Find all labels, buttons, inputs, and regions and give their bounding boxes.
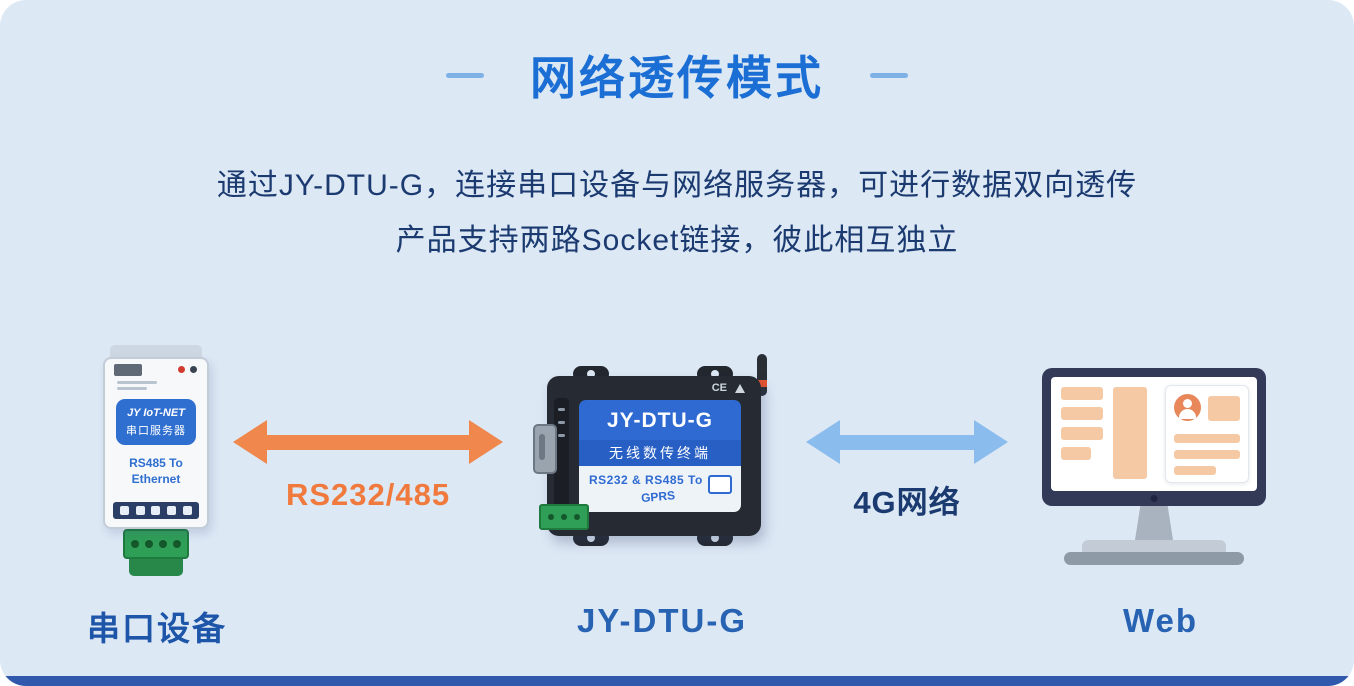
- title-dash-right: [870, 72, 908, 78]
- arrow-right-icon: [469, 420, 503, 464]
- 4g-network-arrow: [806, 420, 1008, 464]
- db9-serial-connector: [533, 424, 557, 474]
- users-icon: [1174, 394, 1201, 421]
- title-dash-left: [446, 72, 484, 78]
- card-text-line: [1174, 434, 1240, 443]
- dip-switch-icon: [119, 506, 129, 515]
- dip-switch-icon: [135, 506, 145, 515]
- certification-band: CE: [712, 382, 745, 394]
- terminal-screw-icon: [548, 514, 554, 520]
- dtu-spec-line1: RS232 & RS485 To: [589, 473, 703, 487]
- description-line-1: 通过JY-DTU-G，连接串口设备与网络服务器，可进行数据双向透传: [216, 169, 1138, 202]
- terminal-screw-icon: [159, 540, 167, 548]
- monitor-stand-base: [1082, 540, 1226, 552]
- dtu-device: CE JY-DTU-G 无线数传终端 RS232 & RS485 To GPRS: [533, 354, 775, 546]
- signal-icon: [735, 383, 745, 393]
- dip-switch-icon: [183, 506, 193, 515]
- dtu-device-label: JY-DTU-G: [576, 602, 747, 639]
- port-label-strip: [554, 398, 569, 516]
- ce-mark: CE: [711, 382, 727, 394]
- serial-device-body: JY IoT-NET 串口服务器 RS485 To Ethernet: [103, 357, 209, 529]
- serial-device-spec-line2: Ethernet: [131, 472, 181, 487]
- link-led-icon: [190, 366, 197, 373]
- dtu-model-text: JY-DTU-G: [606, 409, 713, 432]
- dtu-spec-panel: RS232 & RS485 To GPRS: [579, 466, 741, 512]
- terminal-screw-icon: [145, 540, 153, 548]
- card-image-placeholder: [1208, 396, 1240, 421]
- serial-device-cap: [110, 345, 202, 357]
- dtu-device-body: CE JY-DTU-G 无线数传终端 RS232 & RS485 To GPRS: [547, 376, 761, 536]
- page-title: 网络透传模式: [530, 52, 824, 104]
- antenna-icon: [757, 354, 767, 396]
- serial-device-label: 串口设备: [87, 610, 227, 647]
- webpage-nav-bar: [1061, 447, 1091, 460]
- terminal-screw-icon: [173, 540, 181, 548]
- webpage-nav-bar: [1061, 427, 1103, 440]
- module-chip-icon: [708, 475, 732, 494]
- description-line-2: 产品支持两路Socket链接，彼此相互独立: [395, 224, 959, 257]
- arrow-bar: [267, 434, 469, 450]
- terminal-block: [123, 529, 189, 559]
- dtu-terminal-block: [539, 504, 589, 530]
- webpage-nav-bar: [1061, 407, 1103, 420]
- terminal-screw-icon: [574, 514, 580, 520]
- rs232-485-label: RS232/485: [285, 477, 451, 512]
- web-monitor: [1040, 368, 1268, 565]
- footer-strip: [0, 676, 1354, 686]
- arrow-left-icon: [806, 420, 840, 464]
- serial-device-brand: JY IoT-NET: [127, 406, 185, 419]
- dip-switch-row: [113, 502, 199, 519]
- web-label: Web: [1122, 602, 1199, 639]
- status-leds: [178, 366, 197, 373]
- monitor-stand-neck: [1135, 506, 1173, 540]
- monitor-screen: [1051, 377, 1257, 491]
- dip-switch-icon: [167, 506, 177, 515]
- power-led-icon: [178, 366, 185, 373]
- title-row: 网络透传模式: [0, 42, 1354, 108]
- serial-device-brand-panel: JY IoT-NET 串口服务器: [116, 399, 196, 445]
- serial-device-type: 串口服务器: [126, 424, 186, 437]
- arrow-left-icon: [233, 420, 267, 464]
- arrow-bar: [840, 434, 974, 450]
- card-text-line: [1174, 450, 1240, 459]
- dip-switch-icon: [151, 506, 161, 515]
- dtu-front-panel: JY-DTU-G 无线数传终端: [579, 400, 741, 466]
- label-print-line: [117, 381, 157, 384]
- dtu-banner-text: 无线数传终端: [579, 440, 741, 466]
- dtu-spec-line2: GPRS: [640, 488, 676, 506]
- 4g-network-label: 4G网络: [853, 485, 961, 520]
- camera-dot-icon: [1150, 495, 1158, 502]
- serial-device-spec: RS485 To Ethernet: [105, 455, 207, 487]
- monitor-bezel: [1042, 368, 1266, 506]
- serial-device-spec-line1: RS485 To: [129, 456, 183, 470]
- label-print-line: [117, 387, 147, 390]
- rs232-485-arrow: [233, 420, 503, 464]
- ethernet-port-icon: [114, 364, 142, 376]
- terminal-screw-icon: [131, 540, 139, 548]
- monitor-stand-foot: [1064, 552, 1244, 565]
- webpage-content-block: [1113, 387, 1147, 479]
- card-text-line: [1174, 466, 1216, 475]
- webpage-nav-bar: [1061, 387, 1103, 400]
- arrow-right-icon: [974, 420, 1008, 464]
- serial-device: JY IoT-NET 串口服务器 RS485 To Ethernet: [100, 345, 212, 576]
- webpage-profile-card: [1165, 385, 1249, 483]
- terminal-block-base: [129, 559, 183, 576]
- terminal-screw-icon: [561, 514, 567, 520]
